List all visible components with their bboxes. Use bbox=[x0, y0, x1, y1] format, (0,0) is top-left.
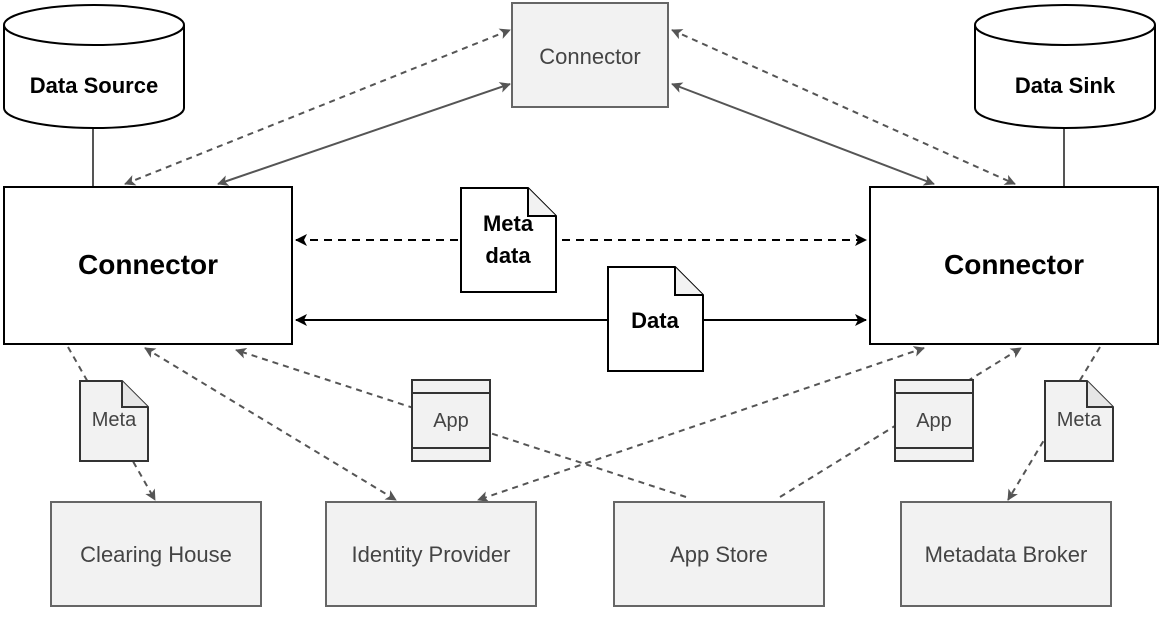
metadata-document-line2: data bbox=[485, 243, 531, 268]
data-source-label: Data Source bbox=[30, 73, 158, 98]
edges bbox=[67, 28, 1101, 502]
app-container-right-label: App bbox=[916, 410, 952, 432]
metadata-broker: Metadata Broker bbox=[900, 501, 1112, 607]
metadata-broker-label: Metadata Broker bbox=[925, 542, 1088, 567]
meta-document-right: Meta bbox=[1044, 380, 1114, 462]
top-connector-left-dashed-edge bbox=[124, 28, 511, 186]
app-container-left: App bbox=[411, 379, 491, 462]
identity-provider-left-edge bbox=[144, 347, 397, 501]
metadata-document-line1: Meta bbox=[483, 211, 534, 236]
meta-document-right-label: Meta bbox=[1057, 409, 1102, 431]
identity-provider-right-edge bbox=[477, 346, 925, 502]
data-sink-cylinder: Data Sink bbox=[974, 4, 1156, 129]
connector-left-label: Connector bbox=[78, 249, 218, 280]
app-container-right: App bbox=[894, 379, 974, 462]
data-document-label: Data bbox=[631, 308, 679, 333]
top-connector-right-solid-edge bbox=[671, 82, 935, 186]
connector-right: Connector bbox=[869, 186, 1159, 345]
metadata-document: Meta data bbox=[460, 187, 557, 293]
data-source-cylinder: Data Source bbox=[3, 4, 185, 129]
connector-top: Connector bbox=[511, 2, 669, 108]
connector-top-label: Connector bbox=[539, 44, 641, 69]
clearing-house: Clearing House bbox=[50, 501, 262, 607]
data-document: Data bbox=[607, 266, 704, 372]
meta-document-left: Meta bbox=[79, 380, 149, 462]
connector-left: Connector bbox=[3, 186, 293, 345]
app-store-label: App Store bbox=[670, 542, 768, 567]
identity-provider: Identity Provider bbox=[325, 501, 537, 607]
identity-provider-label: Identity Provider bbox=[352, 542, 511, 567]
top-connector-left-solid-edge bbox=[217, 82, 511, 186]
app-store-right-edge bbox=[779, 347, 1022, 498]
meta-document-left-label: Meta bbox=[92, 409, 137, 431]
clearing-house-label: Clearing House bbox=[80, 542, 232, 567]
app-store: App Store bbox=[613, 501, 825, 607]
data-sink-label: Data Sink bbox=[1015, 73, 1116, 98]
top-connector-right-dashed-edge bbox=[671, 29, 1016, 185]
app-container-left-label: App bbox=[433, 410, 469, 432]
connector-right-label: Connector bbox=[944, 249, 1084, 280]
